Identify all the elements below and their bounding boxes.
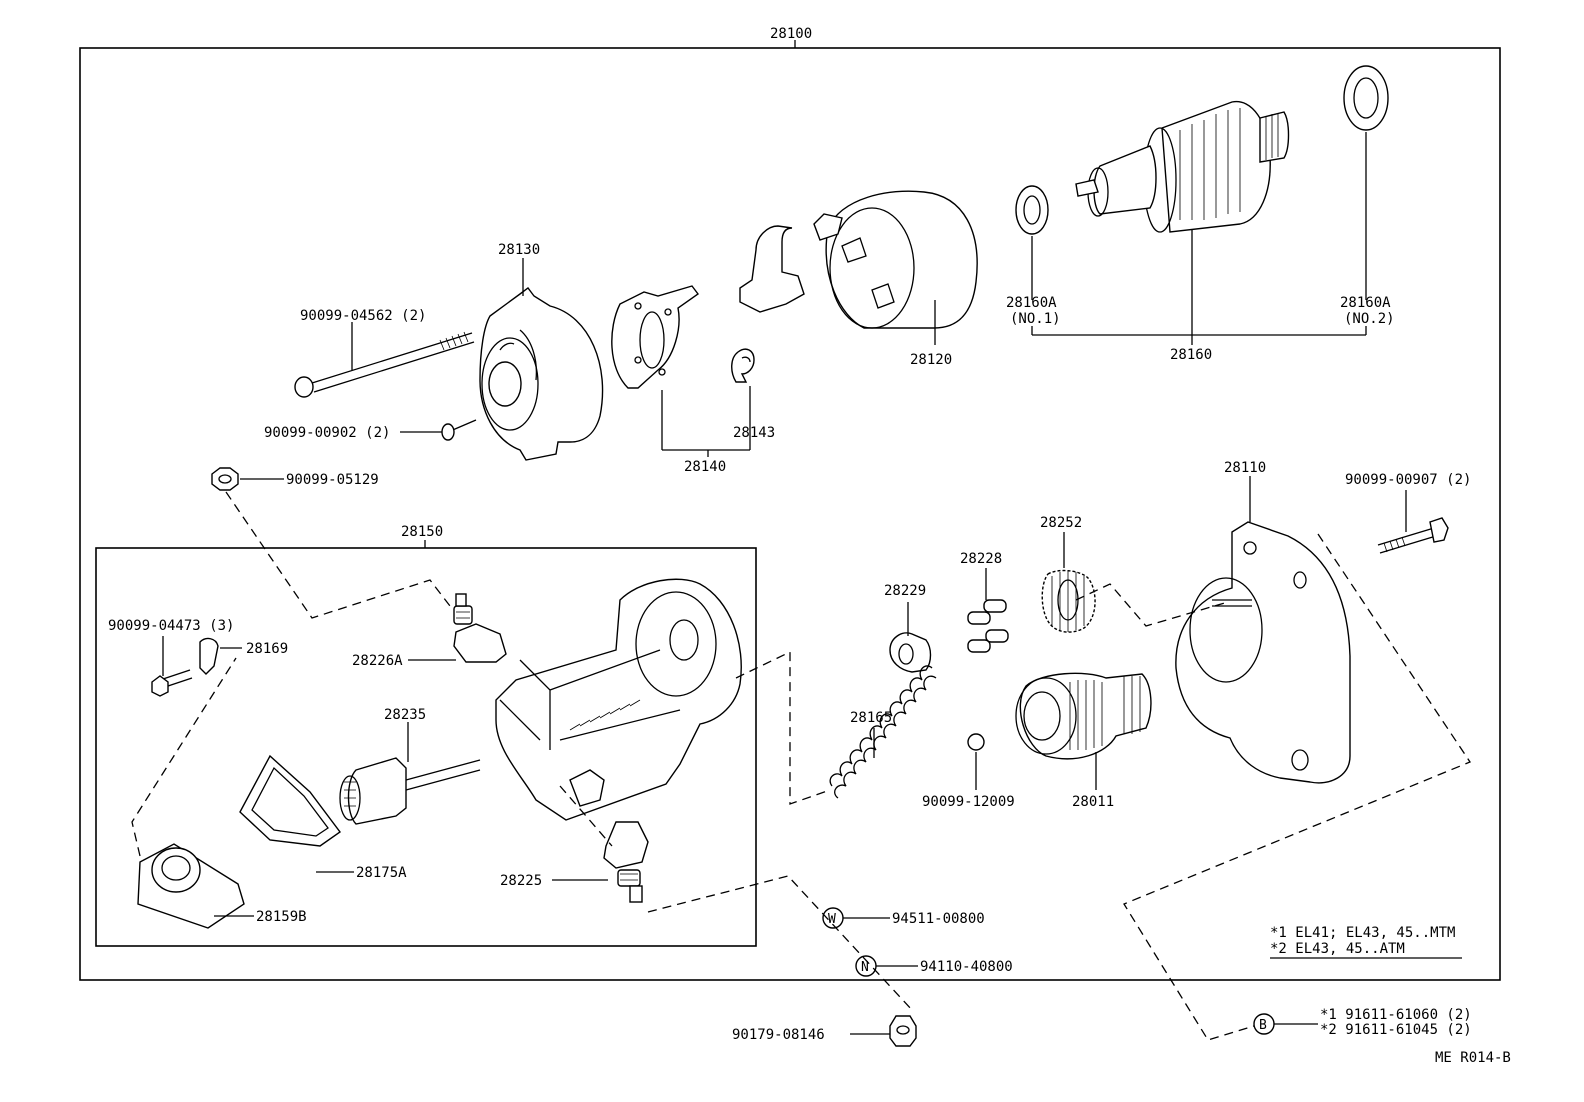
- drive-housing-part: [1175, 521, 1351, 784]
- label-90099-12009: 90099-12009: [922, 794, 1015, 810]
- label-28143: 28143: [733, 425, 775, 441]
- gasket-part: [239, 754, 341, 847]
- through-bolt-part: [294, 331, 475, 398]
- brush-spring-part: [731, 348, 755, 383]
- diagram-code: ME R014-B: [1435, 1050, 1511, 1066]
- note-2: *2 EL43, 45..ATM: [1270, 941, 1405, 957]
- label-94511-00800: 94511-00800: [892, 911, 985, 927]
- label-28011: 28011: [1072, 794, 1114, 810]
- terminal-clip-part: [199, 637, 219, 675]
- label-28175a: 28175A: [356, 865, 407, 881]
- label-28226a: 28226A: [352, 653, 403, 669]
- label-28120: 28120: [910, 352, 952, 368]
- label-90099-05129: 90099-05129: [286, 472, 379, 488]
- label-28160a-no2: 28160A: [1340, 295, 1391, 311]
- b-note-2: *2 91611-61045 (2): [1320, 1022, 1472, 1038]
- magnetic-switch-housing-part: [495, 578, 742, 821]
- nut-part: [211, 467, 239, 491]
- brush-holder-part: [611, 285, 699, 389]
- label-90099-04562: 90099-04562 (2): [300, 308, 426, 324]
- label-28160a-no1: 28160A: [1006, 295, 1057, 311]
- label-28229: 28229: [884, 583, 926, 599]
- bearing-no2-part: [1343, 65, 1389, 131]
- label-28225: 28225: [500, 873, 542, 889]
- terminal-28225-part: [603, 821, 649, 903]
- b-note-1: *1 91611-61060 (2): [1320, 1007, 1472, 1023]
- armature-part: [1075, 100, 1290, 233]
- b-symbol: B: [1259, 1018, 1267, 1033]
- label-28150: 28150: [401, 524, 443, 540]
- terminal-nut-part: [889, 1015, 917, 1047]
- label-28160a-no1-sub: (NO.1): [1010, 311, 1061, 327]
- rollers-part: [967, 599, 1009, 653]
- n-symbol: N: [861, 960, 869, 975]
- label-28169: 28169: [246, 641, 288, 657]
- label-28160a-no2-sub: (NO.2): [1344, 311, 1395, 327]
- steel-ball-part: [967, 733, 985, 751]
- label-90179-08146: 90179-08146: [732, 1027, 825, 1043]
- compression-spring-part: [829, 665, 937, 799]
- assembly-frame: [79, 47, 1501, 981]
- label-28159b: 28159B: [256, 909, 307, 925]
- idler-gear-part: [1041, 569, 1096, 633]
- label-28252: 28252: [1040, 515, 1082, 531]
- screw-part: [441, 419, 477, 441]
- label-28140: 28140: [684, 459, 726, 475]
- label-94110-40800: 94110-40800: [920, 959, 1013, 975]
- label-90099-00902: 90099-00902 (2): [264, 425, 390, 441]
- note-1: *1 EL41; EL43, 45..MTM: [1270, 925, 1455, 941]
- label-28165: 28165: [850, 710, 892, 726]
- w-symbol: W: [828, 912, 836, 927]
- label-90099-04473: 90099-04473 (3): [108, 618, 234, 634]
- label-28160: 28160: [1170, 347, 1212, 363]
- label-28110: 28110: [1224, 460, 1266, 476]
- cover-bolt-part: [151, 669, 193, 697]
- terminal-28226a-part: [453, 593, 507, 663]
- assembly-label: 28100: [770, 26, 812, 42]
- yoke-field-coil-part: [739, 190, 978, 329]
- label-28228: 28228: [960, 551, 1002, 567]
- subassembly-frame-28150: [95, 547, 757, 947]
- retainer-part: [889, 632, 932, 673]
- plunger-part: [339, 757, 481, 825]
- label-90099-00907: 90099-00907 (2): [1345, 472, 1471, 488]
- commutator-end-frame-part: [479, 287, 604, 461]
- bearing-no1-part: [1015, 185, 1049, 235]
- label-28235: 28235: [384, 707, 426, 723]
- starter-clutch-part: [1015, 672, 1152, 760]
- housing-bolt-part: [1377, 517, 1449, 554]
- switch-cover-part: [137, 843, 245, 929]
- label-28130: 28130: [498, 242, 540, 258]
